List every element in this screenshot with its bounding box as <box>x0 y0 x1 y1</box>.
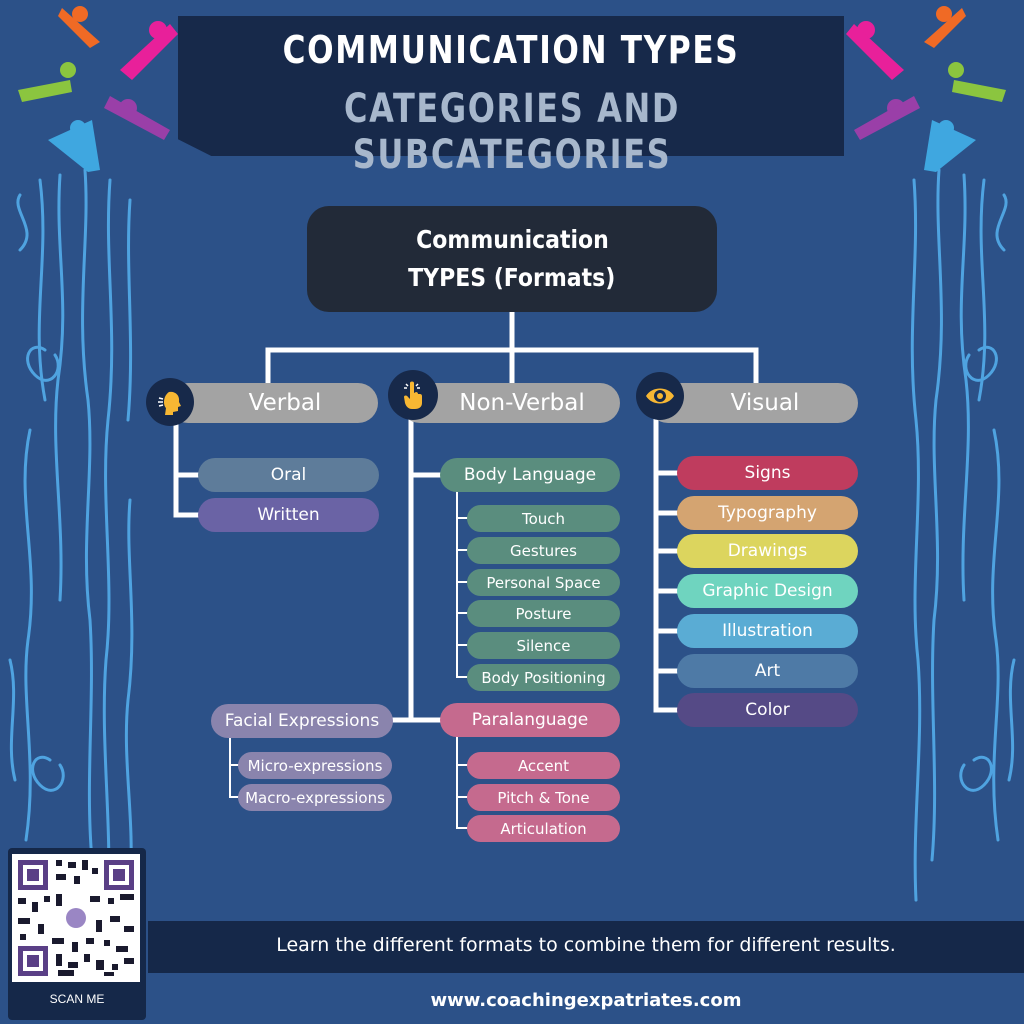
paralanguage-item: Pitch & Tone <box>467 784 620 811</box>
body-language-item: Gestures <box>467 537 620 564</box>
qr-code-icon <box>18 860 134 976</box>
left-tree-pattern <box>8 168 134 902</box>
visual-item-drawings: Drawings <box>677 534 858 568</box>
qr-scan-label: SCAN ME <box>49 992 105 1006</box>
visual-item-graphic-design: Graphic Design <box>677 574 858 608</box>
body-language-item: Touch <box>467 505 620 532</box>
right-tree-pattern <box>910 168 1016 902</box>
people-figures-left <box>18 6 178 172</box>
visual-item-typography: Typography <box>677 496 858 530</box>
category-verbal: Verbal <box>168 383 378 423</box>
root-line1: Communication <box>415 225 609 254</box>
footer-banner <box>148 921 1024 973</box>
visual-item-illustration: Illustration <box>677 614 858 648</box>
visual-item-signs: Signs <box>677 456 858 490</box>
verbal-item-oral: Oral <box>198 458 379 492</box>
title-banner <box>178 16 844 156</box>
title-main: COMMUNICATION TYPES <box>282 28 740 72</box>
body-language-item: Personal Space <box>467 569 620 596</box>
visual-item-art: Art <box>677 654 858 688</box>
category-visual-label: Visual <box>730 390 800 416</box>
root-node: Communication TYPES (Formats) <box>307 206 717 312</box>
facial-expressions-label: Facial Expressions <box>224 711 380 731</box>
root-line2: TYPES (Formats) <box>408 263 616 292</box>
facial-expressions-item: Macro-expressions <box>238 784 392 811</box>
title-subtitle: CATEGORIES AND SUBCATEGORIES <box>343 86 681 178</box>
eye-icon <box>636 372 684 420</box>
visual-item-color: Color <box>677 693 858 727</box>
pointing-hand-icon <box>388 370 438 420</box>
body-language-item: Body Positioning <box>467 664 620 691</box>
speaking-head-icon <box>146 378 194 426</box>
verbal-item-written: Written <box>198 498 379 532</box>
category-nonverbal-label: Non-Verbal <box>459 390 585 416</box>
people-figures-right <box>846 6 1006 172</box>
body-language-label: Body Language <box>463 465 597 485</box>
paralanguage-item: Accent <box>467 752 620 779</box>
verbal-item-label: Oral <box>270 465 307 485</box>
body-language-node: Body Language <box>440 458 620 492</box>
verbal-item-label: Written <box>257 505 320 525</box>
body-language-item: Silence <box>467 632 620 659</box>
facial-expressions-node: Facial Expressions <box>211 704 393 738</box>
qr-code-image[interactable] <box>12 854 140 982</box>
paralanguage-item: Articulation <box>467 815 620 842</box>
website-link[interactable]: www.coachingexpatriates.com <box>430 990 742 1011</box>
paralanguage-node: Paralanguage <box>440 703 620 737</box>
footer-tagline: Learn the different formats to combine t… <box>276 934 896 956</box>
body-language-item: Posture <box>467 600 620 627</box>
category-verbal-label: Verbal <box>248 390 322 416</box>
facial-expressions-item: Micro-expressions <box>238 752 392 779</box>
paralanguage-label: Paralanguage <box>471 710 589 730</box>
